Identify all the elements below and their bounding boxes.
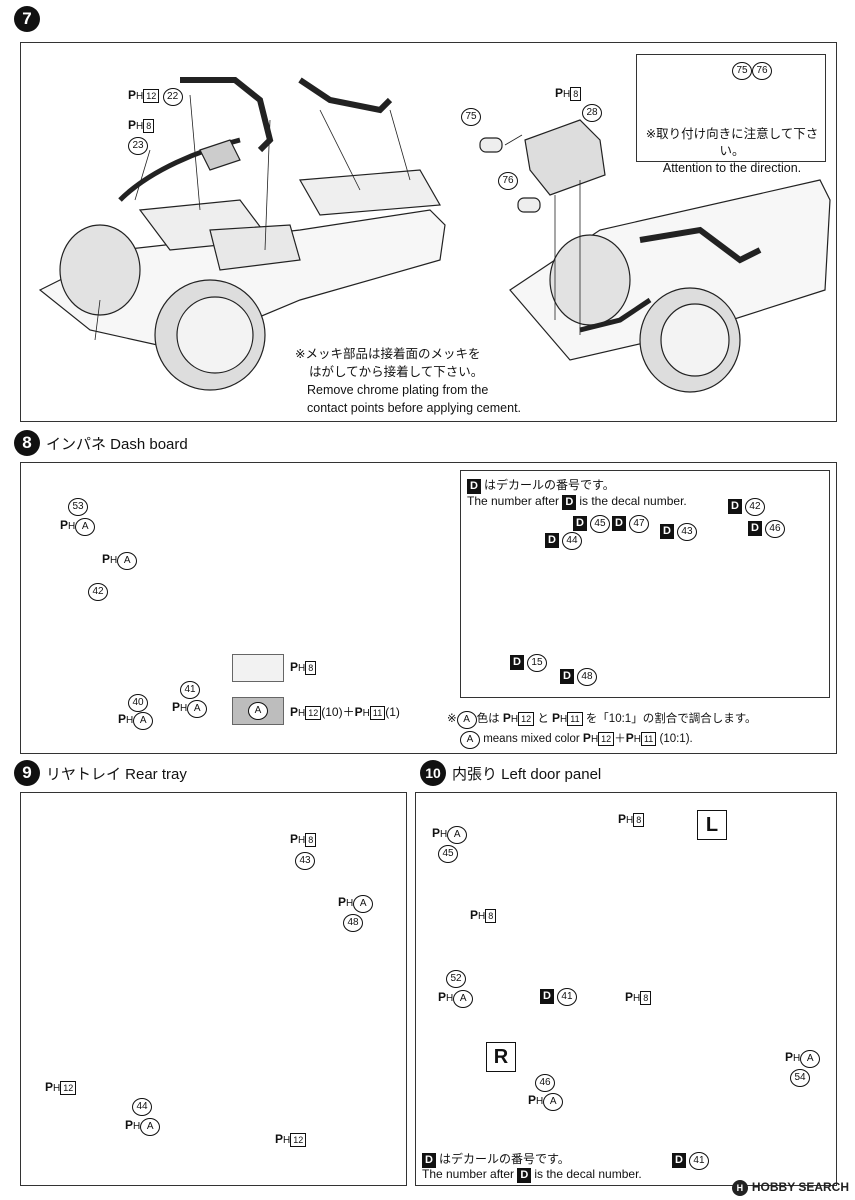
step10-part-54: 54: [790, 1069, 810, 1087]
step7-number: 7: [14, 6, 40, 32]
step7-chrome-note: ※メッキ部品は接着面のメッキを はがしてから接着して下さい。 Remove ch…: [295, 347, 522, 415]
step8-swatch-a: A: [232, 697, 284, 725]
step7-chassis-right: [479, 119, 831, 393]
step7-part-76: 76: [498, 172, 518, 190]
step9-header: 9 リヤトレイ Rear tray: [14, 760, 187, 786]
step9-panel: [20, 792, 407, 1186]
step10-left-marker: L: [697, 810, 727, 840]
step7-header: 7: [14, 6, 40, 32]
step9-title: リヤトレイ Rear tray: [46, 765, 187, 783]
callout-jp: ※取り付け向きに注意して下さい。: [645, 127, 819, 158]
step8-header: 8 インパネ Dash board: [14, 430, 188, 456]
step8-part-53: 53: [68, 498, 88, 516]
step7-callout-box: [636, 54, 826, 162]
step10-right-marker: R: [486, 1042, 516, 1072]
step9-number: 9: [14, 760, 40, 786]
step8-part-40: 40: [128, 694, 148, 712]
step8-title: インパネ Dash board: [46, 435, 188, 453]
step8-part-42: 42: [88, 583, 108, 601]
step10-title: 内張り Left door panel: [452, 765, 602, 783]
step10-part-52: 52: [446, 970, 466, 988]
step9-part-48: 48: [343, 914, 363, 932]
step7-part-23: 23: [128, 137, 148, 155]
step8-part-41: 41: [180, 681, 200, 699]
ph-mark: PH: [128, 88, 144, 102]
step7-part-28: 28: [582, 104, 602, 122]
step10-number: 10: [420, 760, 446, 786]
step7-callout-text: ※取り付け向きに注意して下さい。 Attention to the direct…: [642, 126, 822, 177]
hobbysearch-logo-icon: H: [731, 1180, 748, 1196]
step8-number: 8: [14, 430, 40, 456]
step10-panel: [415, 792, 837, 1186]
step7-right-leaders: [504, 134, 581, 335]
step10-part-45: 45: [438, 845, 458, 863]
step7-leader-lines: [94, 94, 411, 341]
step10-part-46: 46: [535, 1074, 555, 1092]
step9-part-44: 44: [132, 1098, 152, 1116]
step9-part-43: 43: [295, 852, 315, 870]
step7-chassis-left: [38, 77, 446, 391]
callout-en: Attention to the direction.: [662, 161, 802, 175]
step7-part-75: 75: [461, 108, 481, 126]
step10-header: 10 内張り Left door panel: [420, 760, 601, 786]
step8-swatch-8: [232, 654, 284, 682]
